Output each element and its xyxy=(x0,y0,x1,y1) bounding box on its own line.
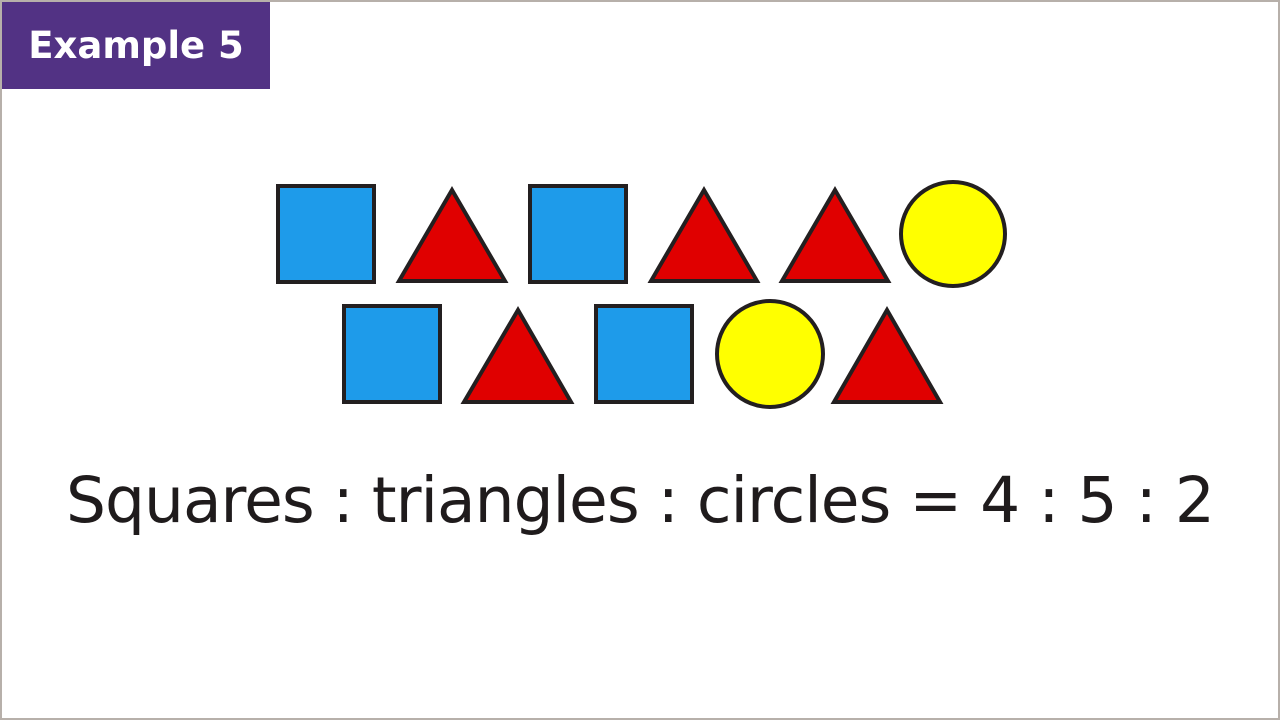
square-shape xyxy=(342,304,442,404)
ratio-equation: Squares : triangles : circles = 4 : 5 : … xyxy=(66,464,1215,537)
triangle-shape xyxy=(778,186,892,283)
triangle-shape xyxy=(395,186,509,283)
triangle-shape xyxy=(830,305,944,404)
example-badge-label: Example 5 xyxy=(28,24,244,67)
square-shape xyxy=(594,304,694,404)
triangle-shape xyxy=(647,186,761,283)
circle-shape xyxy=(899,180,1007,288)
triangle-shape xyxy=(460,306,575,404)
circle-shape xyxy=(715,299,825,409)
example-badge: Example 5 xyxy=(2,2,270,89)
square-shape xyxy=(528,184,628,284)
square-shape xyxy=(276,184,376,284)
